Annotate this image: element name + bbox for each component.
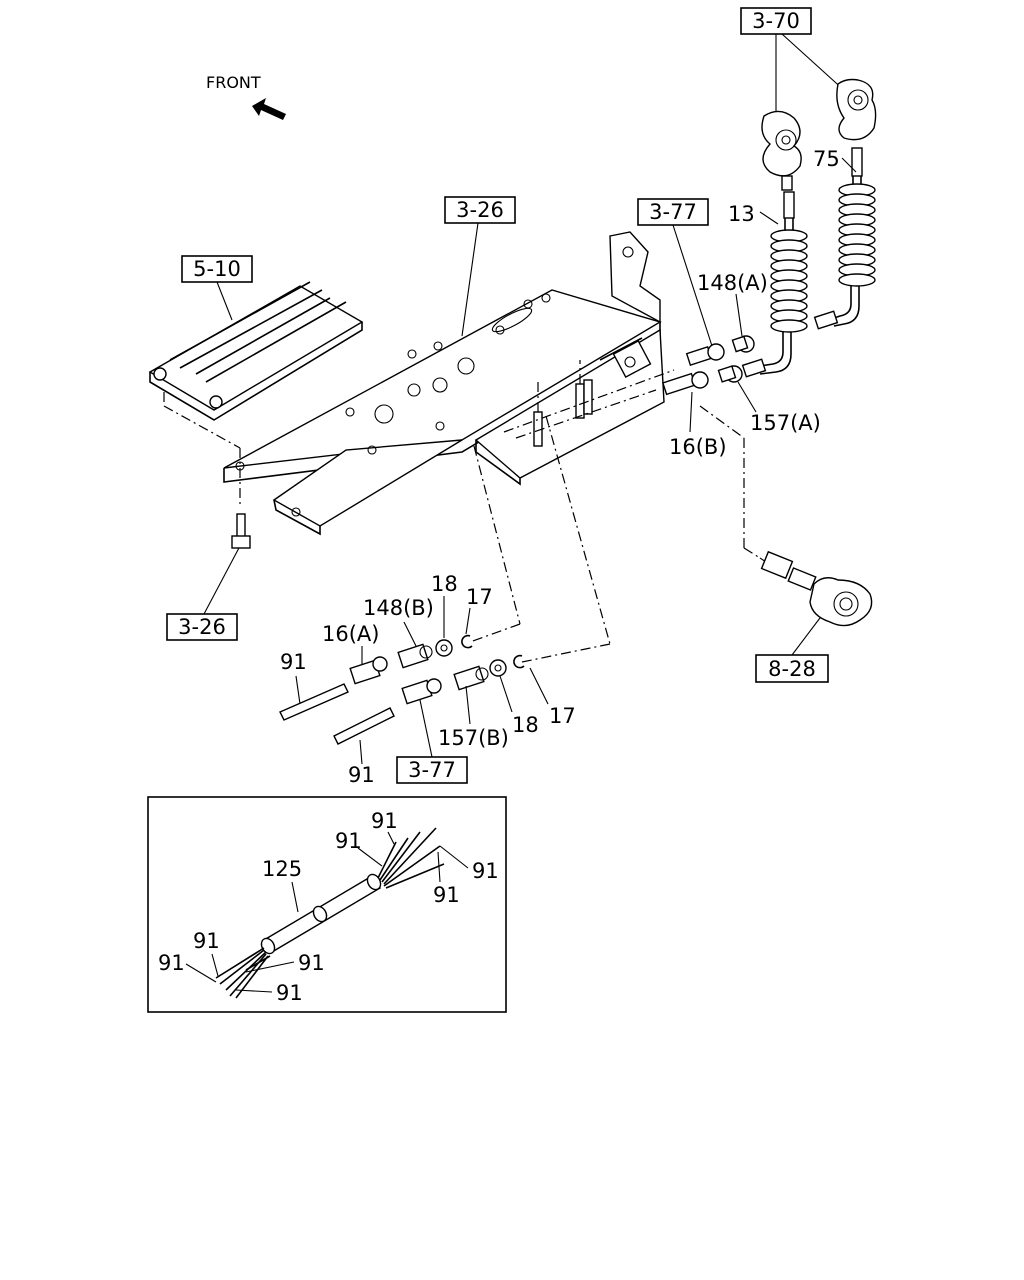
upper-rail-bracket: [148, 281, 364, 421]
callout-18-lower: 18: [512, 713, 539, 737]
callout-157b: 157(B): [438, 726, 509, 750]
tube-91-upper: [279, 683, 349, 721]
inset-frame: [147, 796, 507, 1013]
tube-91-lower: [333, 707, 395, 745]
bundle-tubes-right: [377, 827, 445, 889]
ref-box-3-77-top-label: 3-77: [649, 200, 697, 224]
ref-box-3-26-bottom[interactable]: 3-26: [166, 613, 238, 641]
callout-16b: 16(B): [669, 435, 727, 459]
ref-box-5-10-label: 5-10: [193, 257, 241, 281]
ref-box-3-77-bottom[interactable]: 3-77: [396, 756, 468, 784]
alignment-lines: [163, 360, 761, 663]
inset-callout-91-upper-left: 91: [335, 829, 362, 853]
connector-16a: [349, 656, 388, 685]
coiled-hose-75: [813, 147, 876, 330]
callout-91-upper: 91: [280, 650, 307, 674]
ref-box-3-77-bottom-label: 3-77: [408, 758, 456, 782]
coupling-head-right: [836, 78, 877, 141]
callout-16a: 16(A): [322, 622, 379, 646]
callout-157a: 157(A): [750, 411, 821, 435]
ref-box-3-70[interactable]: 3-70: [740, 7, 812, 35]
clip-17-upper: [461, 634, 473, 649]
ref-box-3-26-bottom-label: 3-26: [178, 615, 226, 639]
inset-callout-91-top: 91: [371, 809, 398, 833]
fitting-148a-upper: [685, 335, 755, 366]
callout-18-upper: 18: [431, 572, 458, 596]
front-label: FRONT: [206, 73, 261, 92]
inset-callout-91-left: 91: [158, 951, 185, 975]
callout-13: 13: [728, 202, 755, 226]
hose-bundle-125: [260, 873, 382, 955]
callout-91-lower: 91: [348, 763, 375, 787]
callout-labels: 75 13 148(A) 157(A) 16(B) 18 17 148(B) 1…: [280, 147, 840, 787]
front-arrow-icon: [252, 98, 286, 120]
inset-callout-91-right: 91: [472, 859, 499, 883]
callout-17-lower: 17: [549, 704, 576, 728]
inset-callout-91-bottom: 91: [276, 981, 303, 1005]
ref-box-5-10[interactable]: 5-10: [181, 255, 253, 283]
washer-18-lower: [489, 659, 507, 677]
callout-148b: 148(B): [363, 596, 434, 620]
ref-box-8-28-label: 8-28: [768, 657, 816, 681]
main-frame-bracket: [223, 231, 665, 536]
sleeve-157b: [453, 665, 489, 691]
inset-callout-91-left-upper: 91: [193, 929, 220, 953]
ref-box-3-26-top[interactable]: 3-26: [444, 196, 516, 224]
callout-leader-lines: [295, 157, 857, 765]
callout-148a: 148(A): [697, 271, 768, 295]
ref-box-3-77-top[interactable]: 3-77: [637, 198, 709, 226]
washer-18-upper: [435, 639, 453, 657]
inset-callout-91-right-lower: 91: [433, 883, 460, 907]
ref-box-3-70-label: 3-70: [752, 9, 800, 33]
inset-leader-lines: [185, 831, 469, 993]
ref-box-8-28[interactable]: 8-28: [755, 654, 829, 683]
electrical-connector: [759, 550, 873, 627]
fitting-16b: [661, 365, 743, 396]
clip-17-lower: [513, 654, 525, 669]
frame-bolt: [231, 513, 251, 549]
callout-75: 75: [813, 147, 840, 171]
callout-17-upper: 17: [466, 585, 493, 609]
ref-box-3-26-top-label: 3-26: [456, 198, 504, 222]
inset-callout-labels: 91 91 91 91 125 91 91 91 91: [158, 809, 499, 1005]
inset-callout-91-left-mid: 91: [298, 951, 325, 975]
sleeve-148b: [397, 643, 433, 669]
bundle-tubes-left: [215, 947, 271, 999]
inset-callout-125: 125: [262, 857, 302, 881]
coiled-hose-13: [741, 191, 808, 378]
connector-lower: [401, 678, 442, 705]
coupling-head-left: [761, 110, 802, 191]
